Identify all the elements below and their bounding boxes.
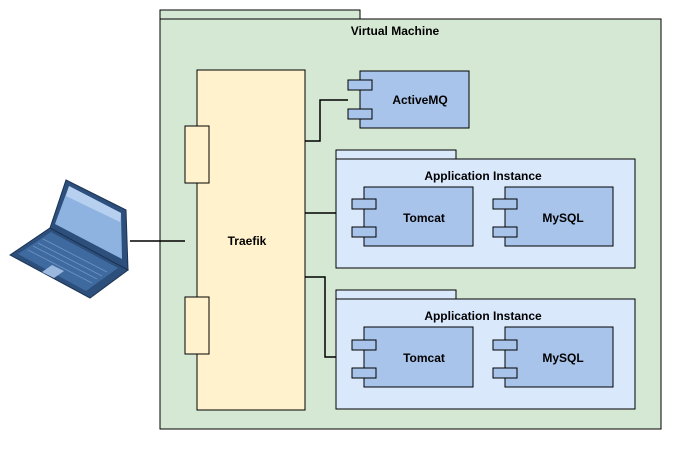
mysql-body [504,186,614,247]
tomcat-label: Tomcat [403,211,445,225]
tomcat-label: Tomcat [403,351,445,365]
tomcat-port-bottom [351,226,377,238]
application-instance-2: Application Instance Tomcat MySQL [335,289,636,410]
traefik-component: Traefik [184,69,306,411]
mysql-port-top [492,198,518,210]
tomcat-port-bottom [351,367,377,379]
laptop-deck [18,232,118,291]
virtual-machine-label: Virtual Machine [351,24,440,38]
mysql-component: MySQL [492,186,614,247]
laptop-icon [9,179,129,299]
application-instance-1-tab [335,149,457,160]
traefik-port-top [184,125,210,184]
laptop-touchpad [42,265,64,278]
laptop-keyboard [27,238,108,284]
mysql-port-bottom [492,367,518,379]
traefik-body [196,69,306,411]
tomcat-body [363,186,474,247]
traefik-port-bottom [184,296,210,355]
activemq-port-top [347,79,373,91]
tomcat-body [363,326,474,388]
mysql-port-top [492,339,518,351]
laptop-screen [55,186,122,259]
activemq-port-bottom [347,108,373,120]
mysql-body [504,326,614,388]
traefik-to-activemq-line [305,99,348,142]
tomcat-port-top [351,339,377,351]
application-instance-1-label: Application Instance [424,169,542,183]
activemq-body [359,70,470,129]
mysql-component: MySQL [492,326,614,388]
virtual-machine-tab [159,9,361,20]
mysql-label: MySQL [542,211,583,225]
activemq-component: ActiveMQ [347,70,470,129]
mysql-port-bottom [492,226,518,238]
traefik-label: Traefik [228,234,267,248]
application-instance-2-label: Application Instance [424,309,542,323]
laptop-screen-glare [66,186,121,222]
tomcat-component: Tomcat [351,186,474,247]
tomcat-port-top [351,198,377,210]
tomcat-component: Tomcat [351,326,474,388]
activemq-label: ActiveMQ [392,93,447,107]
application-instance-1: Application Instance Tomcat MySQL [335,149,636,269]
application-instance-2-tab [335,289,457,300]
mysql-label: MySQL [542,351,583,365]
